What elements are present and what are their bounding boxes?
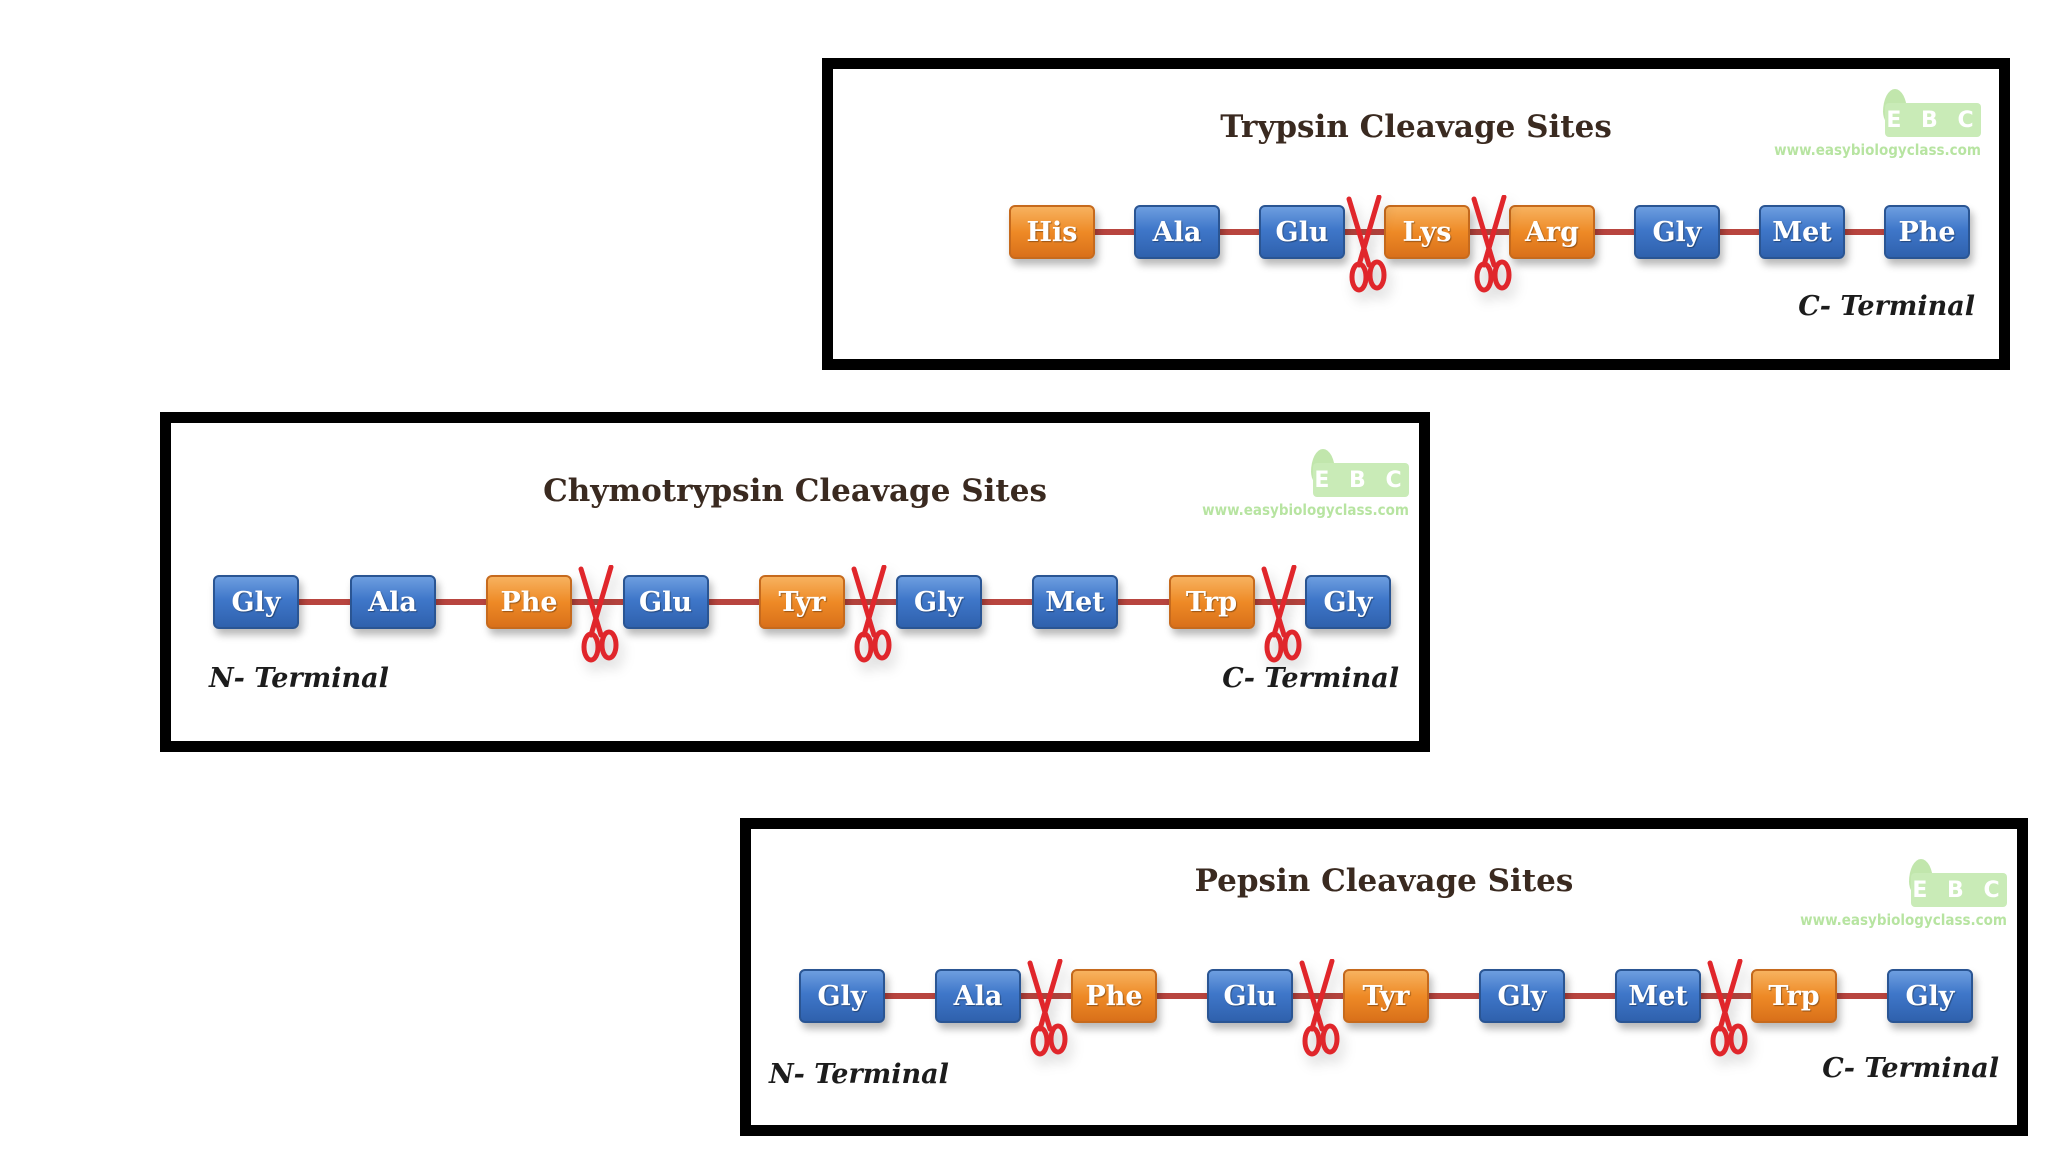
trypsin-panel: Trypsin Cleavage Sites E B C www.easybio… — [822, 58, 2010, 370]
scissors-icon — [1707, 959, 1748, 1057]
logo-url: www.easybiologyclass.com — [1774, 141, 1981, 159]
c-terminal-label: C- Terminal — [1798, 291, 1975, 322]
amino-acid-his: His — [1009, 205, 1095, 259]
amino-acid-gly: Gly — [895, 575, 982, 629]
peptide-bond — [1718, 229, 1761, 235]
peptide-bond — [433, 599, 488, 605]
ebc-logo-icon: E B C www.easybiologyclass.com — [1202, 441, 1409, 521]
amino-acid-ala: Ala — [349, 575, 436, 629]
logo-text: E B C — [1885, 103, 1981, 137]
logo-url: www.easybiologyclass.com — [1800, 911, 2007, 929]
amino-acid-gly: Gly — [799, 969, 885, 1023]
chymotrypsin-panel: Chymotrypsin Cleavage Sites E B C www.ea… — [160, 412, 1430, 752]
peptide-bond — [1343, 229, 1386, 235]
peptide-bond — [706, 599, 761, 605]
amino-acid-tyr: Tyr — [1343, 969, 1429, 1023]
peptide-bond — [1116, 599, 1171, 605]
amino-acid-gly: Gly — [1887, 969, 1973, 1023]
logo-text: E B C — [1313, 463, 1409, 497]
scissors-icon — [1027, 959, 1068, 1057]
amino-acid-tyr: Tyr — [759, 575, 845, 629]
amino-acid-gly: Gly — [213, 575, 299, 629]
logo-text: E B C — [1911, 873, 2007, 907]
peptide-bond — [843, 599, 898, 605]
scissors-icon — [851, 565, 892, 663]
scissors-icon — [1471, 195, 1511, 293]
amino-acid-met: Met — [1615, 969, 1701, 1023]
peptide-chain: His Ala Glu Lys Arg Gly Met Phe — [1009, 195, 1989, 293]
amino-acid-met: Met — [1032, 575, 1118, 629]
scissors-icon — [1261, 565, 1302, 663]
amino-acid-met: Met — [1759, 205, 1845, 259]
amino-acid-arg: Arg — [1509, 205, 1595, 259]
amino-acid-trp: Trp — [1751, 969, 1837, 1023]
amino-acid-glu: Glu — [622, 575, 709, 629]
amino-acid-gly: Gly — [1634, 205, 1720, 259]
panel-title: Pepsin Cleavage Sites — [1194, 863, 1574, 899]
panel-title: Trypsin Cleavage Sites — [1220, 109, 1612, 145]
ebc-logo-icon: E B C www.easybiologyclass.com — [1800, 851, 2007, 931]
amino-acid-gly: Gly — [1305, 575, 1391, 629]
peptide-bond — [1291, 993, 1345, 999]
amino-acid-gly: Gly — [1479, 969, 1565, 1023]
peptide-chain: Gly Ala Phe Glu Tyr Gly Met Trp Gly — [213, 565, 1413, 663]
c-terminal-label: C- Terminal — [1222, 663, 1399, 694]
peptide-bond — [1019, 993, 1073, 999]
n-terminal-label: N- Terminal — [209, 663, 389, 694]
peptide-bond — [979, 599, 1034, 605]
peptide-bond — [1699, 993, 1753, 999]
logo-url: www.easybiologyclass.com — [1202, 501, 1409, 519]
amino-acid-glu: Glu — [1207, 969, 1293, 1023]
peptide-bond — [1218, 229, 1261, 235]
amino-acid-glu: Glu — [1259, 205, 1345, 259]
peptide-bond — [883, 993, 937, 999]
amino-acid-ala: Ala — [1134, 205, 1220, 259]
peptide-bond — [1835, 993, 1889, 999]
c-terminal-label: C- Terminal — [1822, 1053, 1999, 1084]
n-terminal-label: N- Terminal — [769, 1059, 949, 1090]
peptide-bond — [1155, 993, 1209, 999]
amino-acid-phe: Phe — [486, 575, 572, 629]
pepsin-panel: Pepsin Cleavage Sites E B C www.easybiol… — [740, 818, 2028, 1136]
scissors-icon — [1299, 959, 1340, 1057]
amino-acid-ala: Ala — [935, 969, 1021, 1023]
amino-acid-lys: Lys — [1384, 205, 1470, 259]
peptide-bond — [570, 599, 625, 605]
peptide-bond — [1593, 229, 1636, 235]
panel-title: Chymotrypsin Cleavage Sites — [543, 473, 1047, 509]
amino-acid-phe: Phe — [1884, 205, 1970, 259]
scissors-icon — [578, 565, 619, 663]
amino-acid-phe: Phe — [1071, 969, 1157, 1023]
peptide-chain: Gly Ala Phe Glu Tyr Gly Met Trp Gly — [799, 959, 1999, 1057]
amino-acid-trp: Trp — [1168, 575, 1255, 629]
peptide-bond — [1468, 229, 1511, 235]
peptide-bond — [1563, 993, 1617, 999]
scissors-icon — [1346, 195, 1386, 293]
peptide-bond — [1252, 599, 1307, 605]
peptide-bond — [1843, 229, 1886, 235]
ebc-logo-icon: E B C www.easybiologyclass.com — [1774, 81, 1981, 161]
peptide-bond — [1427, 993, 1481, 999]
peptide-bond — [1093, 229, 1136, 235]
peptide-bond — [297, 599, 352, 605]
